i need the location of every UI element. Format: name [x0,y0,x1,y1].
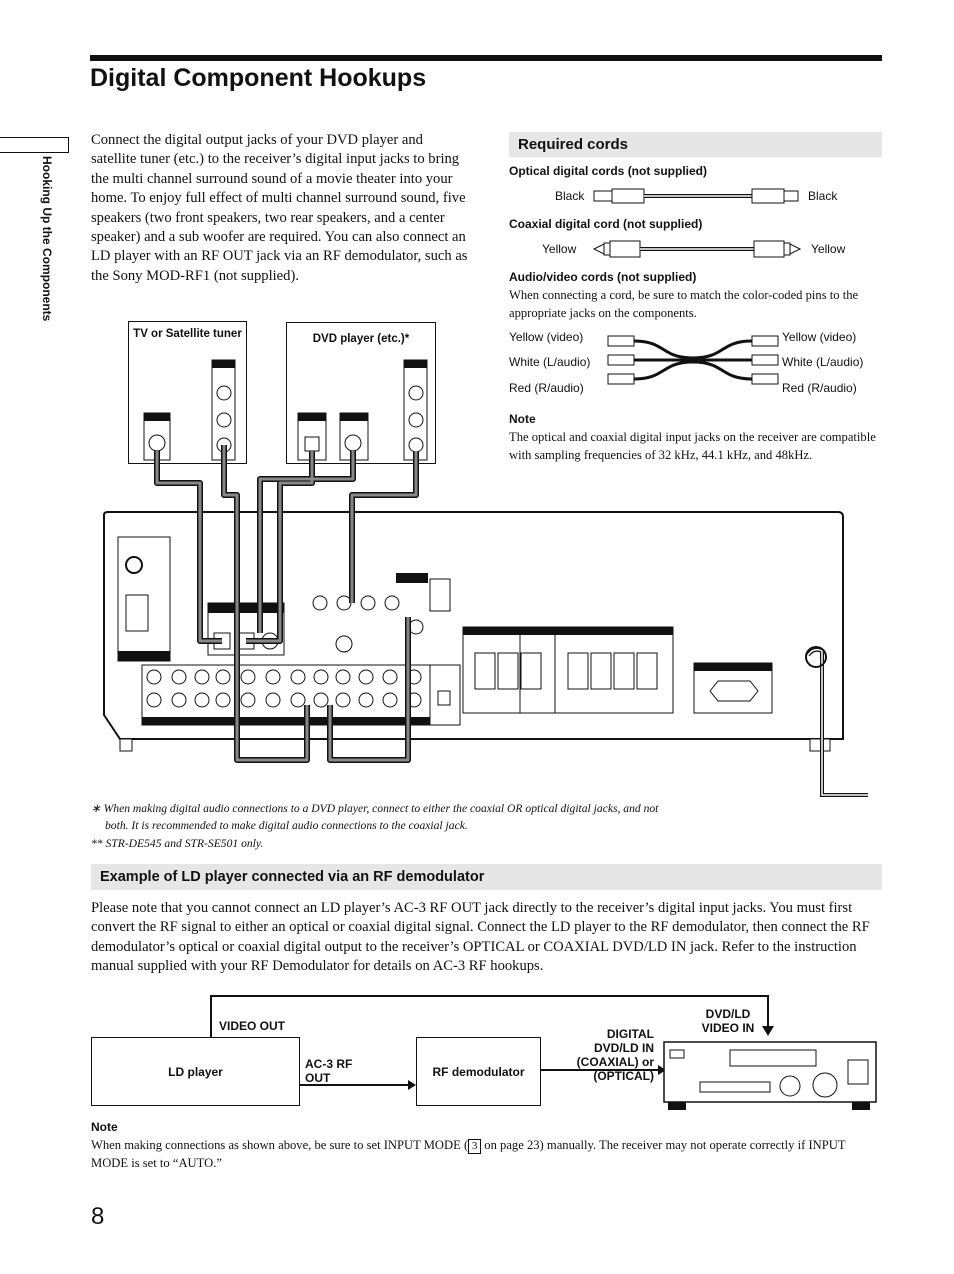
av-left-white: White (L/audio) [509,355,591,369]
note-bottom-title: Note [91,1120,118,1134]
required-cords-heading: Required cords [509,132,882,157]
footnotes: ∗ When making digital audio connections … [91,800,731,852]
example-heading: Example of LD player connected via an RF… [91,864,882,890]
footnote-1a: ∗ When making digital audio connections … [91,802,659,815]
av-cord-illustration [607,335,779,385]
dvd-ld-video-in-label: DVD/LD VIDEO IN [701,1007,755,1035]
av-right-red: Red (R/audio) [782,381,857,395]
digital-dvd-ld-in-label: DIGITAL DVD/LD IN (COAXIAL) or (OPTICAL) [576,1027,654,1083]
coaxial-cord-illustration [592,240,802,258]
av-left-yellow: Yellow (video) [509,330,584,344]
dvd-player-label: DVD player (etc.)* [312,333,410,345]
coaxial-cord-title: Coaxial digital cord (not supplied) [509,217,703,231]
rf-demodulator-label: RF demodulator [432,1064,525,1079]
optical-right-label: Black [808,189,838,203]
page-title: Digital Component Hookups [90,64,427,92]
rf-demodulator-box: RF demodulator [416,1037,541,1106]
receiver-rear-panel-diagram [103,359,868,797]
note-bottom-text-b: on page 23) manually. The receiver may n… [91,1138,846,1170]
optical-cord-illustration [593,188,799,204]
av-right-yellow: Yellow (video) [782,330,857,344]
av-right-white: White (L/audio) [782,355,864,369]
title-rule [90,55,882,61]
ld-player-box: LD player [91,1037,300,1106]
optical-left-label: Black [555,189,585,203]
video-out-label: VIDEO OUT [219,1019,286,1033]
note-title: Note [509,412,536,426]
av-cords-text: When connecting a cord, be sure to match… [509,288,859,320]
optical-cords-title: Optical digital cords (not supplied) [509,164,708,178]
note-text: The optical and coaxial digital input ja… [509,430,876,462]
coaxial-right-label: Yellow [811,242,846,256]
example-paragraph: Please note that you cannot connect an L… [91,900,870,975]
step-number-badge: 3 [468,1139,482,1154]
coaxial-left-label: Yellow [542,242,577,256]
note-bottom-text: When making connections as shown above, … [91,1136,881,1172]
tv-satellite-label: TV or Satellite tuner [133,328,242,340]
side-tab-label: Hooking Up the Components [40,156,54,322]
footnote-2: ** STR-DE545 and STR-SE501 only. [91,836,264,850]
ld-player-label: LD player [168,1064,223,1079]
note-bottom: Note When making connections as shown ab… [91,1118,881,1172]
ac3-rf-out-label: AC-3 RF OUT [305,1057,353,1085]
av-left-red: Red (R/audio) [509,381,584,395]
note-bottom-text-a: When making connections as shown above, … [91,1138,469,1152]
intro-paragraph: Connect the digital output jacks of your… [91,132,468,284]
av-cords-title: Audio/video cords (not supplied) [509,270,697,284]
page-number: 8 [91,1203,105,1230]
side-tab [0,137,69,153]
rf-demodulator-block-diagram [210,995,877,1110]
footnote-1b: both. It is recommended to make digital … [105,819,468,833]
